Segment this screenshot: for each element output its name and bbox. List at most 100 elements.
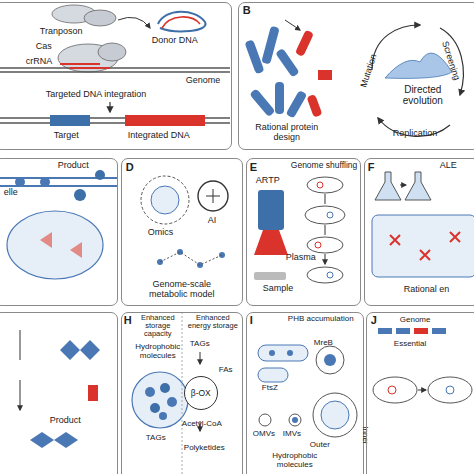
- protein-design-art: [275, 48, 300, 78]
- figure-panel: DOmicsAIGenome-scale metabolic model: [121, 158, 243, 306]
- crispr-transposon-art: [0, 67, 230, 69]
- pathway-art: [20, 330, 21, 410]
- mutagenesis-art: [254, 272, 286, 280]
- omics-ai-art: [177, 249, 183, 255]
- figure-panel: Product: [0, 312, 118, 474]
- mutagenesis-art: [327, 212, 333, 218]
- protein-design-art: [249, 88, 275, 117]
- panel-letter: H: [124, 314, 132, 326]
- omics-ai-art: [141, 176, 228, 268]
- crispr-transposon-art: [125, 115, 205, 126]
- panel-label: OMVs: [253, 430, 275, 439]
- circle-node: β-OX: [184, 376, 218, 410]
- panel-label: Plasma: [286, 253, 316, 263]
- omics-ai-art: [141, 176, 189, 224]
- protein-design-art: [318, 70, 332, 80]
- panel-label: Tranposon: [40, 27, 83, 37]
- panel-label: Polyketides: [184, 444, 225, 453]
- panel-label: Mutation: [359, 53, 379, 89]
- omics-ai-art: [219, 252, 225, 258]
- mutagenesis-art: [307, 237, 343, 253]
- mutagenesis-art: [307, 177, 343, 193]
- panel-label: Outer: [310, 441, 330, 450]
- panel-label: Target: [54, 131, 79, 141]
- morphology-art: [324, 354, 336, 366]
- figure-panel: F ALE Rational en: [364, 158, 474, 306]
- mutagenesis-art: [258, 190, 284, 230]
- protein-design-art: [295, 30, 314, 57]
- protein-design-art: [275, 82, 284, 114]
- panel-label: Hydrophobic molecules: [130, 343, 186, 361]
- figure-panel: TranposonCasDonor DNAcrRNAGenomeTargeted…: [0, 2, 232, 150]
- crispr-transposon-art: [158, 12, 205, 32]
- mutagenesis-art: [327, 272, 333, 278]
- omics-ai-art: [197, 262, 203, 268]
- omics-ai-art: [198, 181, 228, 211]
- genome-reduction-art: [373, 328, 472, 403]
- morphology-art: [258, 345, 308, 361]
- protein-design-art: [385, 53, 452, 78]
- panel-label: Targeted DNA integration: [46, 90, 147, 100]
- panel-letter: F: [368, 161, 375, 173]
- crispr-transposon-art: [84, 10, 116, 26]
- crispr-transposon-art: [70, 67, 110, 69]
- mutagenesis-art: [317, 182, 323, 188]
- genome-reduction-art: [396, 328, 410, 334]
- panel-label: Rational en: [404, 285, 450, 295]
- panel-label: Integrated DNA: [128, 131, 190, 141]
- panel-label: Enhanced storage capacity: [134, 314, 182, 339]
- membrane-art: [74, 189, 86, 201]
- genome-reduction-art: [378, 328, 392, 334]
- crispr-transposon-art: [118, 17, 150, 28]
- panel-label: Product: [58, 161, 89, 171]
- omics-ai-art: [206, 189, 220, 203]
- genome-reduction-art: [414, 328, 428, 334]
- panel-label: Hydrophobic molecules: [262, 452, 328, 470]
- genome-reduction-art: [446, 386, 454, 394]
- crispr-transposon-art: [0, 5, 230, 126]
- mutagenesis-art: [305, 206, 345, 224]
- panel-label: Sample: [263, 284, 294, 294]
- mutagenesis-art: [325, 194, 326, 264]
- storage-art: [150, 403, 160, 413]
- storage-art: [182, 312, 183, 474]
- panel-letter: B: [243, 4, 251, 16]
- mutagenesis-art: [315, 242, 321, 248]
- ale-art: [400, 185, 406, 186]
- panel-label: Cas: [36, 42, 52, 52]
- panel-label: ALE: [440, 161, 457, 171]
- morphology-art: [313, 393, 357, 437]
- panel-label: Genome shuffling: [291, 161, 357, 170]
- membrane-art: [70, 242, 82, 258]
- morphology-art: [258, 345, 357, 437]
- membrane-art: [15, 177, 25, 187]
- crispr-transposon-art: [98, 43, 126, 61]
- panel-label: TAGs: [190, 340, 210, 349]
- pathway-art: [20, 330, 100, 448]
- mutagenesis-art: [254, 177, 345, 283]
- genome-reduction-art: [428, 377, 472, 403]
- panel-label: Genome: [186, 76, 221, 86]
- protein-design-art: [285, 20, 300, 30]
- membrane-art: [7, 211, 103, 279]
- membrane-art: [0, 170, 118, 279]
- figure-panel: BRational protein designMutationScreenin…: [238, 2, 474, 150]
- genome-reduction-art: [432, 328, 446, 334]
- panel-letter: E: [250, 161, 257, 173]
- ale-art: [372, 215, 474, 277]
- morphology-art: [259, 414, 271, 426]
- figure-panel: JGenomeEssential: [366, 312, 474, 474]
- panel-label: Acetyl-CoA: [182, 420, 222, 429]
- morphology-art: [316, 346, 344, 374]
- pathway-art: [88, 385, 98, 401]
- crispr-transposon-art: [50, 115, 90, 126]
- panel-label: FAs: [219, 366, 233, 375]
- panel-label: Directed evolution: [392, 84, 454, 106]
- panel-label: elle: [4, 188, 18, 198]
- panel-label: AI: [208, 216, 217, 226]
- storage-art: [160, 383, 170, 393]
- panel-label: Replication: [393, 129, 438, 139]
- panel-label: Essential: [394, 340, 426, 349]
- panel-label: Product: [50, 416, 81, 426]
